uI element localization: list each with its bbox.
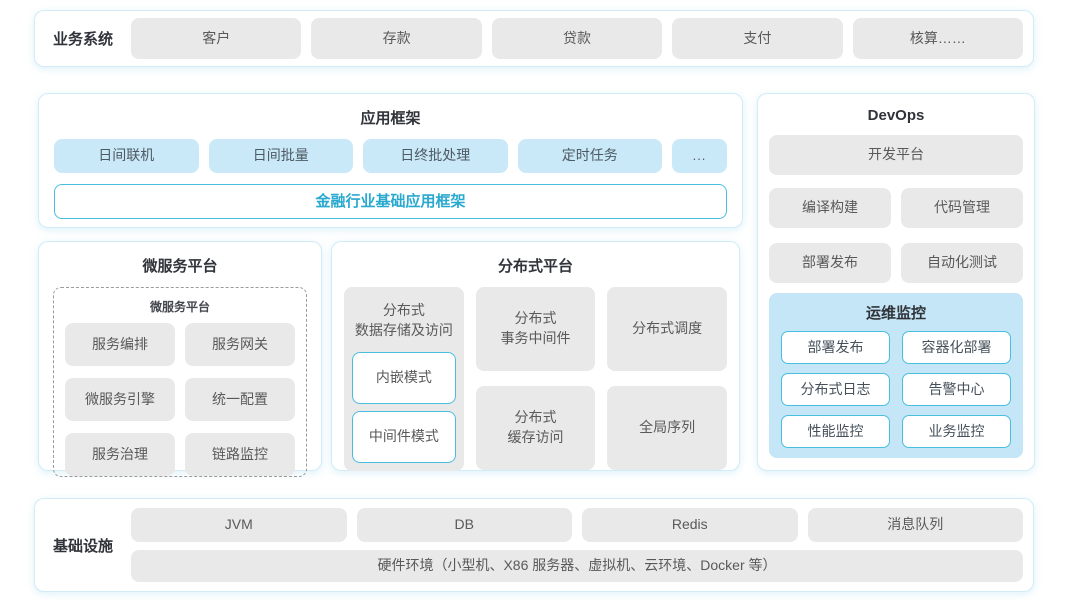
finance-base-framework: 金融行业基础应用框架 bbox=[54, 184, 727, 219]
infra-redis: Redis bbox=[582, 508, 798, 542]
business-item-loan: 贷款 bbox=[491, 18, 663, 59]
ops-container-deploy: 容器化部署 bbox=[902, 331, 1011, 364]
tool-deploy-release: 部署发布 bbox=[769, 243, 891, 283]
microservice-inner-group: 微服务平台 服务编排 服务网关 微服务引擎 统一配置 服务治理 链路监控 bbox=[53, 287, 307, 477]
trace-monitoring: 链路监控 bbox=[185, 433, 295, 476]
service-governance: 服务治理 bbox=[65, 433, 175, 476]
distributed-cache-access: 分布式 缓存访问 bbox=[475, 386, 596, 470]
hardware-environment: 硬件环境（小型机、X86 服务器、虚拟机、云环境、Docker 等） bbox=[131, 550, 1023, 582]
distributed-storage-column: 分布式 数据存储及访问 内嵌模式 中间件模式 bbox=[344, 287, 464, 471]
infrastructure-row: JVM DB Redis 消息队列 bbox=[131, 508, 1023, 542]
business-systems-panel: 业务系统 客户 存款 贷款 支付 核算…… bbox=[34, 10, 1034, 67]
business-systems-row: 客户 存款 贷款 支付 核算…… bbox=[131, 18, 1024, 59]
business-item-payment: 支付 bbox=[672, 18, 843, 59]
infrastructure-content: JVM DB Redis 消息队列 硬件环境（小型机、X86 服务器、虚拟机、云… bbox=[131, 508, 1023, 582]
module-eod-batch: 日终批处理 bbox=[363, 139, 508, 173]
module-scheduled-tasks: 定时任务 bbox=[517, 139, 662, 173]
ops-performance-monitoring: 性能监控 bbox=[781, 415, 890, 448]
microservice-platform-panel: 微服务平台 微服务平台 服务编排 服务网关 微服务引擎 统一配置 服务治理 链路… bbox=[38, 241, 322, 477]
embedded-mode: 内嵌模式 bbox=[352, 351, 456, 404]
devops-title: DevOps bbox=[867, 107, 925, 124]
ops-monitoring-title: 运维监控 bbox=[865, 305, 926, 322]
infra-jvm: JVM bbox=[131, 508, 347, 542]
business-systems-label: 业务系统 bbox=[52, 31, 113, 48]
microservice-engine: 微服务引擎 bbox=[65, 378, 175, 421]
business-item-accounting: 核算…… bbox=[852, 18, 1024, 59]
tool-automated-testing: 自动化测试 bbox=[901, 243, 1023, 283]
module-daytime-online: 日间联机 bbox=[54, 139, 199, 173]
business-item-customer: 客户 bbox=[131, 18, 302, 59]
microservice-inner-title: 微服务平台 bbox=[149, 300, 210, 314]
distributed-platform-title: 分布式平台 bbox=[497, 258, 573, 275]
service-orchestration: 服务编排 bbox=[65, 323, 175, 366]
ops-deploy-release: 部署发布 bbox=[781, 331, 890, 364]
global-sequence: 全局序列 bbox=[607, 386, 728, 470]
unified-config: 统一配置 bbox=[185, 378, 295, 421]
distributed-transaction-middleware: 分布式 事务中间件 bbox=[475, 287, 596, 371]
ops-monitoring-panel: 运维监控 部署发布 容器化部署 分布式日志 告警中心 性能监控 业务监控 bbox=[769, 293, 1023, 458]
module-more: ... bbox=[672, 139, 727, 173]
infrastructure-panel: 基础设施 JVM DB Redis 消息队列 硬件环境（小型机、X86 服务器、… bbox=[34, 498, 1034, 592]
ops-monitoring-grid: 部署发布 容器化部署 分布式日志 告警中心 性能监控 业务监控 bbox=[781, 331, 1011, 448]
microservice-platform-title: 微服务平台 bbox=[142, 258, 218, 275]
distributed-columns: 分布式 数据存储及访问 内嵌模式 中间件模式 分布式 事务中间件 分布式 缓存访… bbox=[344, 287, 728, 471]
devops-panel: DevOps 开发平台 编译构建 代码管理 部署发布 自动化测试 运维监控 部署… bbox=[757, 93, 1035, 471]
middleware-mode: 中间件模式 bbox=[352, 410, 456, 463]
service-gateway: 服务网关 bbox=[185, 323, 295, 366]
ops-distributed-logs: 分布式日志 bbox=[781, 373, 890, 406]
business-item-deposit: 存款 bbox=[311, 18, 482, 59]
ops-alert-center: 告警中心 bbox=[902, 373, 1011, 406]
infra-db: DB bbox=[356, 508, 572, 542]
app-framework-modules: 日间联机 日间批量 日终批处理 定时任务 ... bbox=[54, 139, 727, 173]
infrastructure-label: 基础设施 bbox=[52, 537, 113, 555]
infra-message-queue: 消息队列 bbox=[807, 508, 1023, 542]
tool-compile-build: 编译构建 bbox=[769, 188, 891, 228]
app-framework-title: 应用框架 bbox=[360, 110, 421, 127]
distributed-storage-label: 分布式 数据存储及访问 bbox=[354, 302, 453, 339]
dev-platform-box: 开发平台 bbox=[769, 135, 1023, 175]
tool-code-management: 代码管理 bbox=[901, 188, 1023, 228]
ops-business-monitoring: 业务监控 bbox=[902, 415, 1011, 448]
distributed-right-column: 分布式调度 全局序列 bbox=[607, 287, 728, 470]
module-daytime-batch: 日间批量 bbox=[208, 139, 353, 173]
distributed-platform-panel: 分布式平台 分布式 数据存储及访问 内嵌模式 中间件模式 分布式 事务中间件 分… bbox=[331, 241, 740, 471]
microservice-grid: 服务编排 服务网关 微服务引擎 统一配置 服务治理 链路监控 bbox=[65, 323, 295, 476]
distributed-storage-group: 分布式 数据存储及访问 内嵌模式 中间件模式 bbox=[344, 287, 464, 471]
distributed-middle-column: 分布式 事务中间件 分布式 缓存访问 bbox=[475, 287, 596, 470]
devops-tools-grid: 编译构建 代码管理 部署发布 自动化测试 bbox=[769, 188, 1023, 283]
app-framework-panel: 应用框架 日间联机 日间批量 日终批处理 定时任务 ... 金融行业基础应用框架 bbox=[38, 93, 743, 228]
distributed-scheduling: 分布式调度 bbox=[607, 287, 728, 371]
